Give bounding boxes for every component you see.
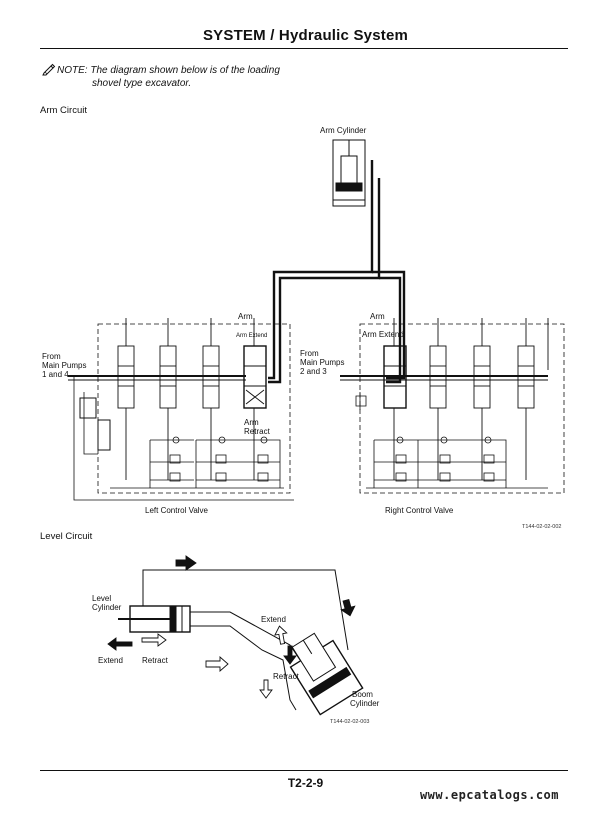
left-pumps-line2: Main Pumps [42, 361, 87, 370]
page-title: SYSTEM / Hydraulic System [202, 27, 409, 44]
left-arm-retract-line2: Retract [244, 427, 270, 436]
boom-cylinder-symbol [289, 632, 364, 716]
boom-extend-label: Extend [261, 615, 286, 624]
left-arm-retract-line1: Arm [244, 418, 259, 427]
right-pumps-line1: From [300, 349, 319, 358]
arm-circuit-title: Arm Circuit [40, 105, 87, 116]
left-arm-label: Arm [238, 312, 253, 321]
flow-arrows [107, 555, 356, 699]
level-cylinder-line2: Cylinder [92, 603, 122, 612]
note-line1: The diagram shown below is of the loadin… [90, 65, 280, 76]
right-arm-extend-label: Arm Extend [362, 330, 404, 339]
level-extend-label: Extend [98, 656, 123, 665]
level-figure-code: T144-02-02-003 [330, 719, 370, 725]
pencil-icon [42, 63, 56, 76]
boom-cylinder-line2: Cylinder [350, 699, 380, 708]
right-control-valve-label: Right Control Valve [385, 506, 454, 515]
boom-cylinder-line1: Boom [352, 690, 373, 699]
boom-retract-label: Retract [273, 672, 299, 681]
page-number: T2-2-9 [287, 776, 324, 790]
watermark-text: www.epcatalogs.com [419, 788, 559, 802]
left-control-valve-label: Left Control Valve [145, 506, 208, 515]
arm-cylinder-label: Arm Cylinder [320, 126, 367, 135]
level-cylinder-symbol [118, 605, 191, 633]
note-label: NOTE: [57, 65, 88, 76]
note-text: NOTE: The diagram shown below is of the … [57, 64, 357, 90]
footer-rule [40, 770, 568, 771]
level-cylinder-line1: Level [92, 594, 112, 603]
right-arm-label: Arm [370, 312, 385, 321]
left-pumps-line1: From [42, 352, 61, 361]
arm-cylinder-symbol [332, 139, 366, 207]
left-pumps-line3: 1 and 4 [42, 370, 69, 379]
right-pumps-line2: Main Pumps [300, 358, 345, 367]
arm-figure-code: T144-02-02-002 [522, 524, 562, 530]
note-line2: shovel type excavator. [92, 78, 192, 89]
left-arm-extend-label: Arm Extend [236, 333, 268, 339]
right-pumps-line3: 2 and 3 [300, 367, 327, 376]
header-rule [40, 48, 568, 49]
level-retract-label: Retract [142, 656, 168, 665]
level-circuit-title: Level Circuit [40, 531, 93, 542]
